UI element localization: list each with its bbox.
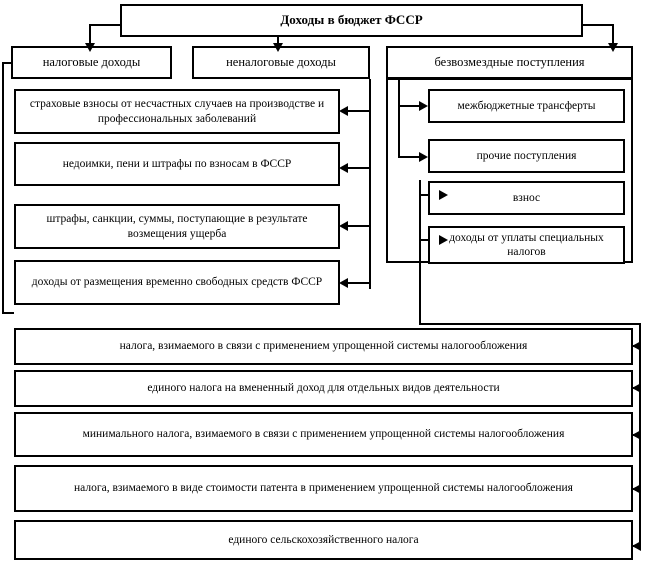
category-label-tax: налоговые доходы: [42, 54, 141, 69]
gratuitous-connector-2: [398, 156, 420, 158]
nontax-item-label-1: страховые взносы от несчастных случаев н…: [29, 98, 325, 125]
tax-bracket-bottom-stub: [2, 312, 14, 314]
category-label-gratuitous: безвозмездные поступления: [434, 54, 585, 69]
special-tax-label-2: единого налога на вмененный доход для от…: [147, 382, 500, 395]
special-tax-arrowhead-1: [632, 341, 641, 351]
special-tax-box-3: минимального налога, взимаемого в связи …: [14, 412, 633, 457]
special-tax-arrowhead-5: [632, 541, 641, 551]
special-tax-box-4: налога, взимаемого в виде стоимости пате…: [14, 465, 633, 512]
tax-item-box-contribution: взнос: [428, 181, 625, 215]
nontax-connector-2: [348, 167, 370, 169]
root-branch-nontax-vertical: [277, 35, 279, 45]
special-tax-label-5: единого сельскохозяйственного налога: [228, 533, 419, 546]
tax-bracket-vertical: [2, 62, 4, 314]
root-bus-left-segment: [89, 24, 122, 26]
tax-distribution-bus: [419, 180, 421, 325]
nontax-distribution-bus: [369, 79, 371, 289]
nontax-item-box-1: страховые взносы от несчастных случаев н…: [14, 89, 340, 134]
root-branch-nontax-arrowhead: [273, 43, 283, 52]
tax-item-label-contribution: взнос: [512, 191, 541, 204]
special-tax-arrowhead-2: [632, 383, 641, 393]
special-tax-box-1: налога, взимаемого в связи с применением…: [14, 328, 633, 365]
nontax-arrowhead-1: [339, 106, 348, 116]
tax-arrowhead-2: [439, 235, 448, 245]
special-tax-box-5: единого сельскохозяйственного налога: [14, 520, 633, 560]
gratuitous-item-box-2: прочие поступления: [428, 139, 625, 173]
root-branch-tax-vertical: [89, 24, 91, 45]
nontax-arrowhead-4: [339, 278, 348, 288]
special-tax-label-1: налога, взимаемого в связи с применением…: [119, 340, 528, 353]
special-tax-arrowhead-3: [632, 430, 641, 440]
gratuitous-connector-1: [398, 105, 420, 107]
special-tax-box-2: единого налога на вмененный доход для от…: [14, 370, 633, 407]
tax-arrowhead-1: [439, 190, 448, 200]
root-bus-right-segment: [581, 24, 614, 26]
nontax-item-label-3: штрафы, санкции, суммы, поступающие в ре…: [46, 213, 308, 240]
root-branch-gratuitous-arrowhead: [608, 43, 618, 52]
nontax-item-box-2: недоимки, пени и штрафы по взносам в ФСС…: [14, 142, 340, 186]
gratuitous-item-box-1: межбюджетные трансферты: [428, 89, 625, 123]
category-node-tax-revenues: налоговые доходы: [11, 46, 172, 79]
root-node-label: Доходы в бюджет ФССР: [280, 12, 423, 28]
category-node-nontax-revenues: неналоговые доходы: [192, 46, 370, 79]
nontax-connector-1: [348, 110, 370, 112]
special-tax-arrowhead-4: [632, 484, 641, 494]
root-branch-tax-arrowhead: [85, 43, 95, 52]
gratuitous-arrowhead-2: [419, 152, 428, 162]
special-tax-label-3: минимального налога, взимаемого в связи …: [82, 428, 565, 441]
gratuitous-arrowhead-1: [419, 101, 428, 111]
nontax-arrowhead-3: [339, 221, 348, 231]
root-branch-gratuitous-vertical: [612, 24, 614, 45]
gratuitous-distribution-bus: [398, 80, 400, 158]
gratuitous-item-label-2: прочие поступления: [476, 149, 577, 162]
gratuitous-item-label-1: межбюджетные трансферты: [457, 99, 596, 112]
root-node-budget-revenues: Доходы в бюджет ФССР: [120, 4, 583, 37]
category-label-nontax: неналоговые доходы: [226, 54, 336, 69]
special-tax-label-4: налога, взимаемого в виде стоимости пате…: [74, 482, 573, 495]
nontax-item-box-4: доходы от размещения временно свободных …: [14, 260, 340, 305]
tax-item-box-special-taxes: доходы от уплаты специальных налогов: [428, 226, 625, 264]
nontax-connector-4: [348, 282, 370, 284]
tax-item-label-special-taxes: доходы от уплаты специальных налогов: [449, 231, 604, 258]
nontax-item-label-4: доходы от размещения временно свободных …: [31, 276, 323, 289]
category-node-gratuitous-receipts: безвозмездные поступления: [386, 46, 633, 79]
nontax-item-box-3: штрафы, санкции, суммы, поступающие в ре…: [14, 204, 340, 249]
special-tax-bus-horizontal: [419, 323, 641, 325]
nontax-connector-3: [348, 225, 370, 227]
nontax-arrowhead-2: [339, 163, 348, 173]
tax-bracket-top-stub: [2, 62, 13, 64]
nontax-item-label-2: недоимки, пени и штрафы по взносам в ФСС…: [62, 157, 292, 170]
